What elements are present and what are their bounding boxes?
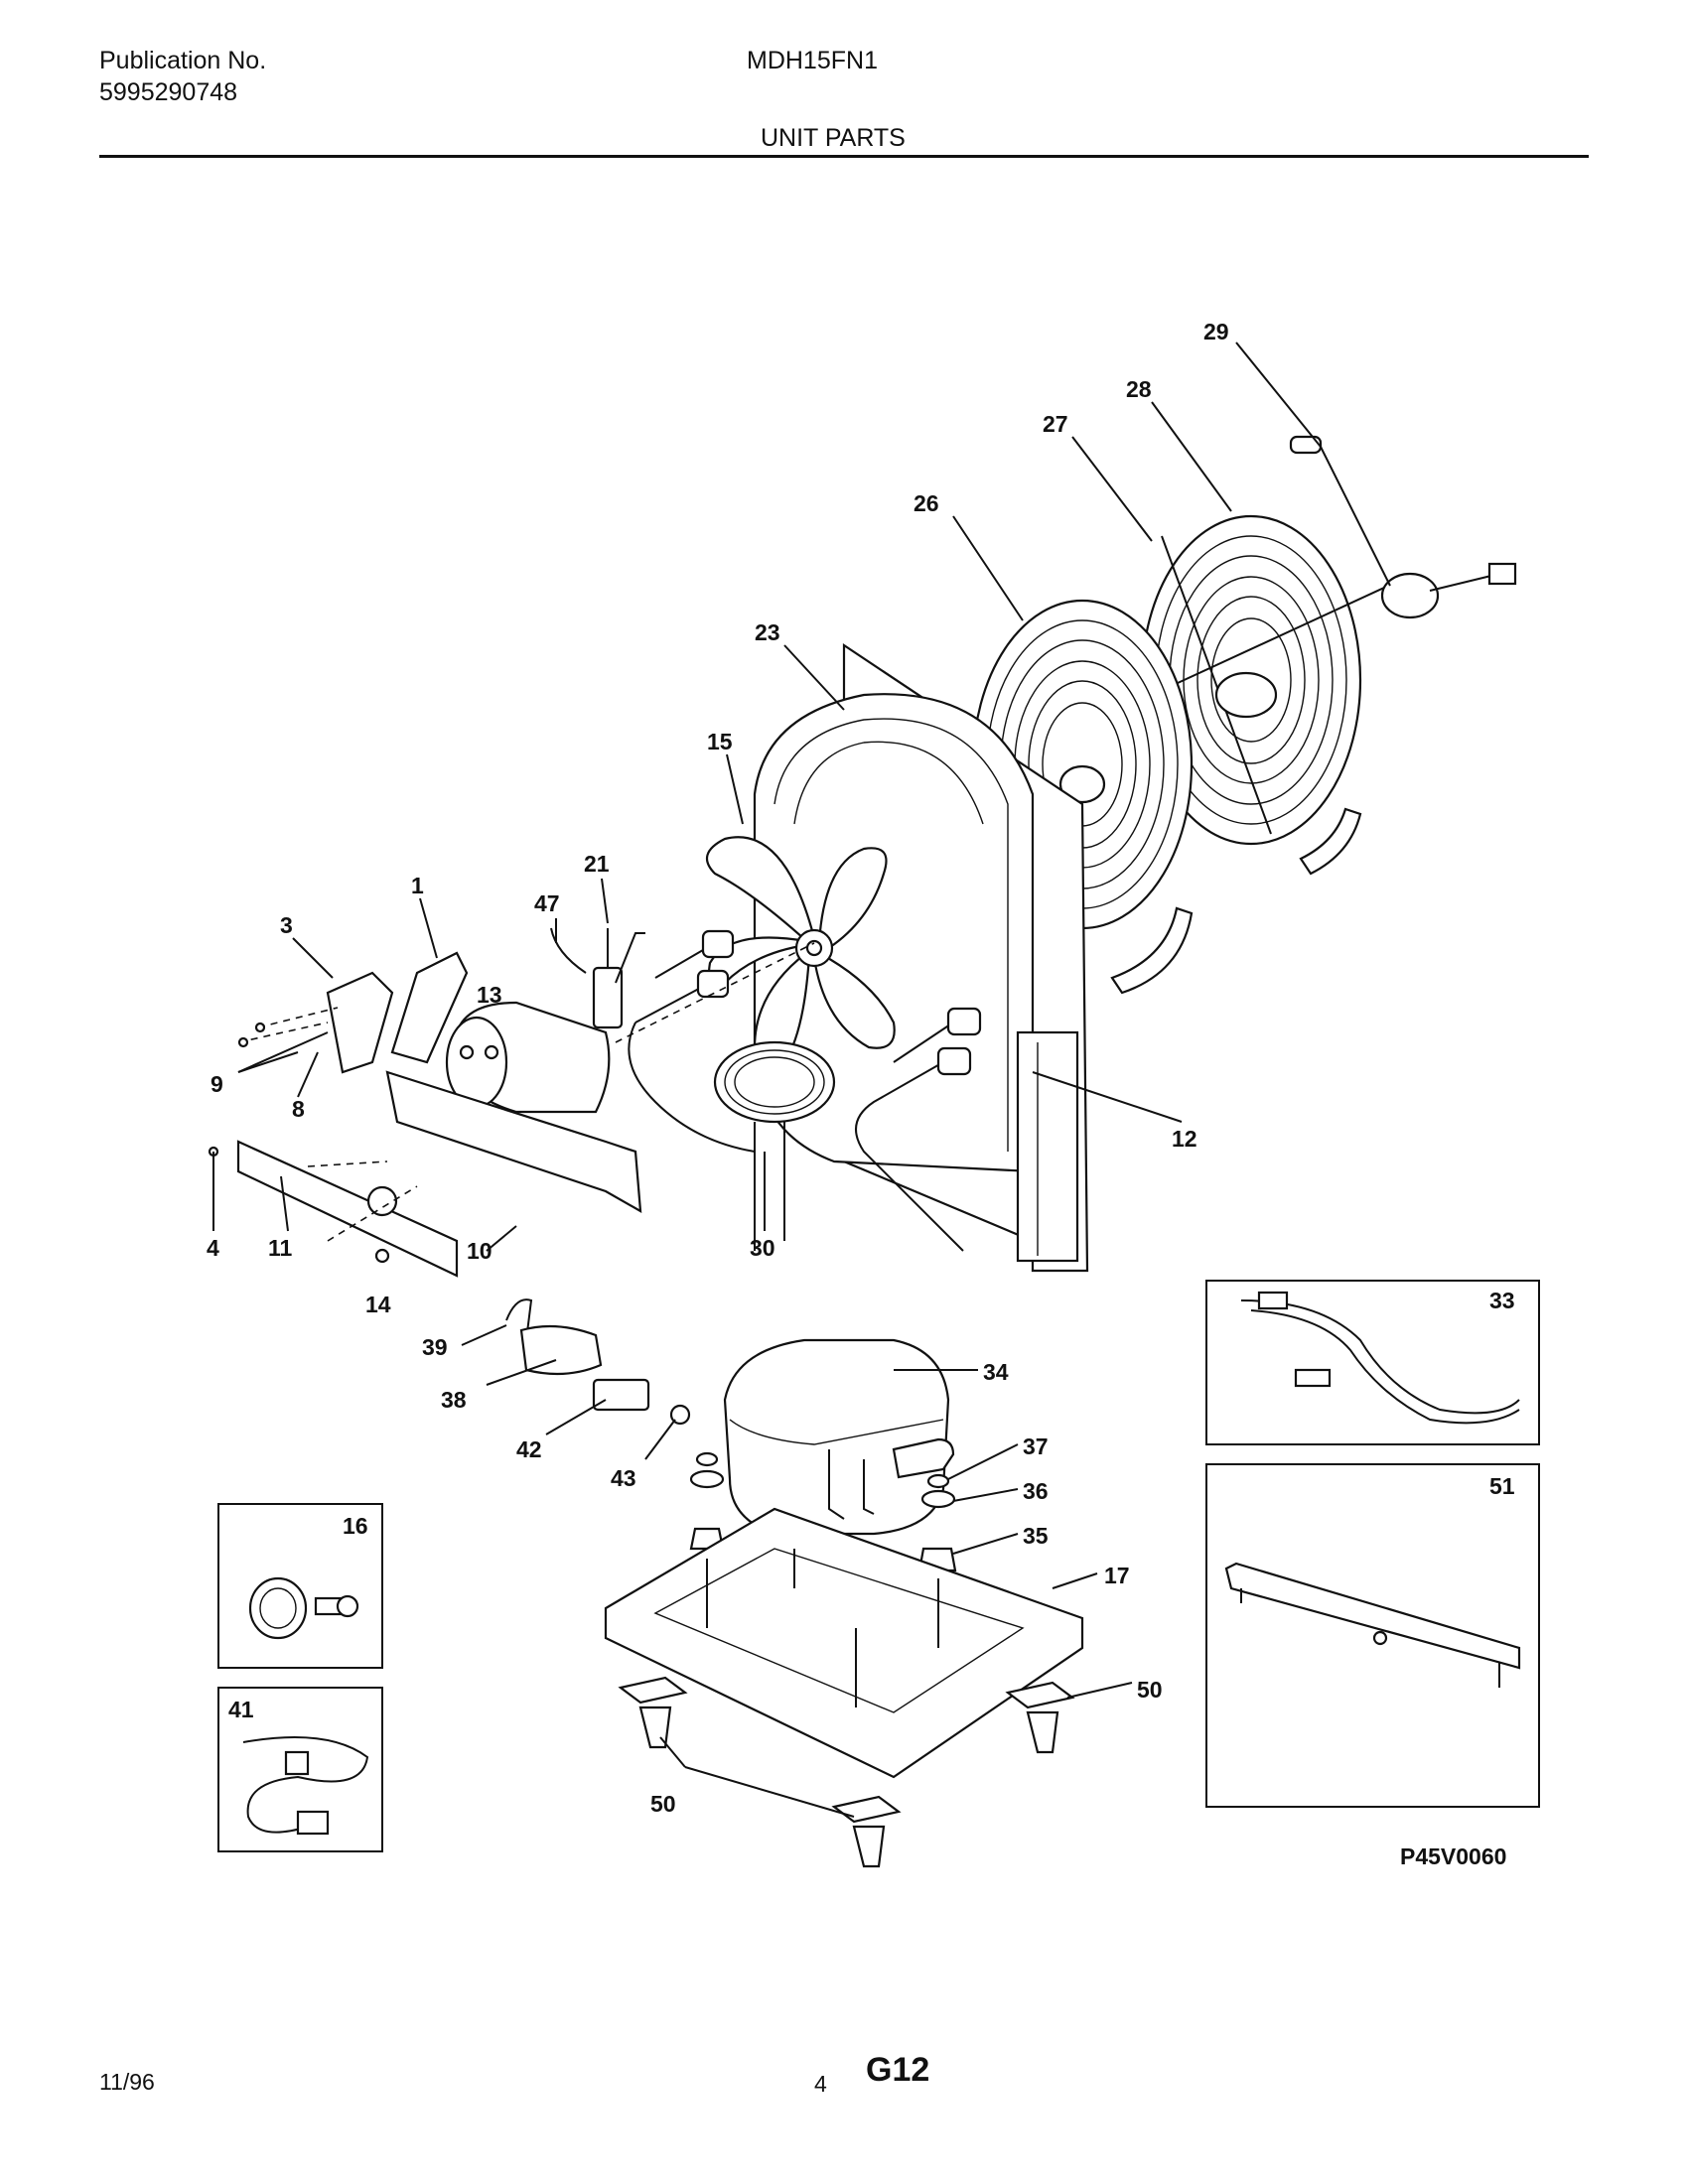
power-cord-part bbox=[242, 1736, 369, 1836]
callout-8: 8 bbox=[292, 1096, 305, 1122]
caster-feet bbox=[618, 1676, 1075, 1868]
section-title: UNIT PARTS bbox=[761, 124, 906, 152]
callout-50-left: 50 bbox=[650, 1791, 676, 1817]
callout-35: 35 bbox=[1023, 1523, 1049, 1549]
callout-11: 11 bbox=[268, 1235, 293, 1261]
refrigerant-tubing bbox=[615, 929, 982, 1252]
callout-37: 37 bbox=[1023, 1433, 1049, 1459]
footer-date: 11/96 bbox=[99, 2069, 155, 2095]
switch-and-bracket bbox=[550, 927, 645, 1029]
callout-28: 28 bbox=[1126, 376, 1152, 402]
drawing-number: P45V0060 bbox=[1400, 1843, 1506, 1869]
callout-3: 3 bbox=[280, 912, 293, 938]
callout-43: 43 bbox=[611, 1465, 636, 1491]
callout-labels: 29 28 27 26 23 15 21 47 1 3 13 9 8 12 4 … bbox=[207, 319, 1515, 1869]
capacitor bbox=[445, 1001, 611, 1114]
callout-4: 4 bbox=[207, 1235, 219, 1261]
callout-16: 16 bbox=[343, 1513, 368, 1539]
callout-41: 41 bbox=[228, 1697, 254, 1722]
header-rule bbox=[99, 155, 1589, 158]
footer-code: G12 bbox=[866, 2051, 930, 2089]
callout-33: 33 bbox=[1489, 1288, 1515, 1313]
bracket-part-51 bbox=[1224, 1562, 1521, 1688]
callout-27: 27 bbox=[1043, 411, 1068, 437]
leader-lines bbox=[212, 341, 1322, 1818]
callout-14: 14 bbox=[365, 1292, 391, 1317]
callout-34: 34 bbox=[983, 1359, 1009, 1385]
clamp-part bbox=[248, 1576, 359, 1640]
callout-36: 36 bbox=[1023, 1478, 1049, 1504]
inset-box-51 bbox=[1205, 1463, 1540, 1808]
wire-harness-part bbox=[1240, 1291, 1520, 1425]
inset-box-16 bbox=[217, 1503, 383, 1669]
callout-15: 15 bbox=[707, 729, 733, 754]
compressor bbox=[723, 1338, 955, 1536]
callout-51: 51 bbox=[1489, 1473, 1515, 1499]
callout-39: 39 bbox=[422, 1334, 448, 1360]
callout-47: 47 bbox=[534, 890, 560, 916]
model-number: MDH15FN1 bbox=[747, 47, 878, 74]
mounting-bracket bbox=[208, 1070, 642, 1278]
rear-coil-assembly bbox=[1140, 435, 1517, 876]
callout-10: 10 bbox=[467, 1238, 492, 1264]
control-box-parts bbox=[237, 951, 469, 1074]
callout-42: 42 bbox=[516, 1436, 542, 1462]
callout-50-right: 50 bbox=[1137, 1677, 1163, 1703]
callout-30: 30 bbox=[750, 1235, 775, 1261]
base-pan bbox=[604, 1507, 1084, 1779]
callout-9: 9 bbox=[211, 1071, 223, 1097]
footer-page-number: 4 bbox=[814, 2071, 827, 2097]
callout-26: 26 bbox=[914, 490, 939, 516]
callout-29: 29 bbox=[1203, 319, 1229, 344]
callout-21: 21 bbox=[584, 851, 610, 877]
publication-number: 5995290748 bbox=[99, 78, 238, 106]
callout-17: 17 bbox=[1104, 1563, 1130, 1588]
callout-1: 1 bbox=[411, 873, 424, 898]
callout-23: 23 bbox=[755, 619, 780, 645]
callout-13: 13 bbox=[477, 982, 502, 1008]
callout-12: 12 bbox=[1172, 1126, 1197, 1152]
callout-38: 38 bbox=[441, 1387, 467, 1413]
publication-label: Publication No. bbox=[99, 47, 267, 74]
cord-parts bbox=[505, 1298, 691, 1426]
